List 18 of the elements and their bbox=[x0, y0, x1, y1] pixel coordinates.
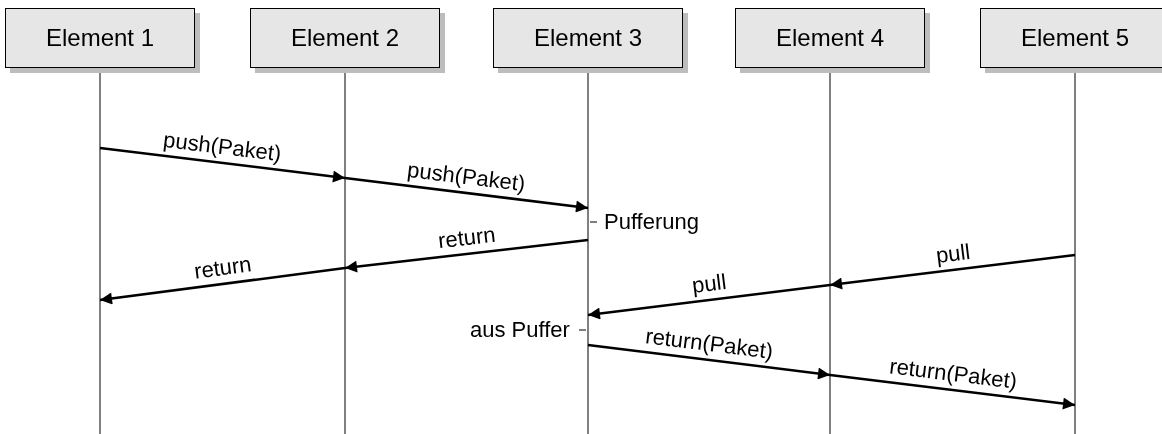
edge-label: push(Paket) bbox=[161, 126, 283, 168]
note-text: aus Puffer bbox=[470, 317, 570, 343]
message-arrow bbox=[587, 343, 831, 380]
message-arrow bbox=[829, 373, 1076, 410]
note-text: Pufferung bbox=[604, 209, 699, 235]
message-arrow bbox=[587, 283, 831, 320]
edge-label: return bbox=[192, 251, 253, 285]
edge-label: return(Paket) bbox=[887, 353, 1018, 395]
edge-label: pull bbox=[690, 269, 728, 299]
message-arrow bbox=[344, 176, 589, 213]
edge-label: return(Paket) bbox=[643, 323, 775, 365]
edge-label: push(Paket) bbox=[405, 156, 527, 198]
edge-label: pull bbox=[934, 239, 972, 269]
message-arrow bbox=[99, 266, 346, 305]
message-arrow bbox=[99, 146, 346, 183]
message-arrow bbox=[829, 253, 1076, 290]
edge-label: return bbox=[436, 221, 497, 255]
message-arrow bbox=[344, 238, 589, 273]
